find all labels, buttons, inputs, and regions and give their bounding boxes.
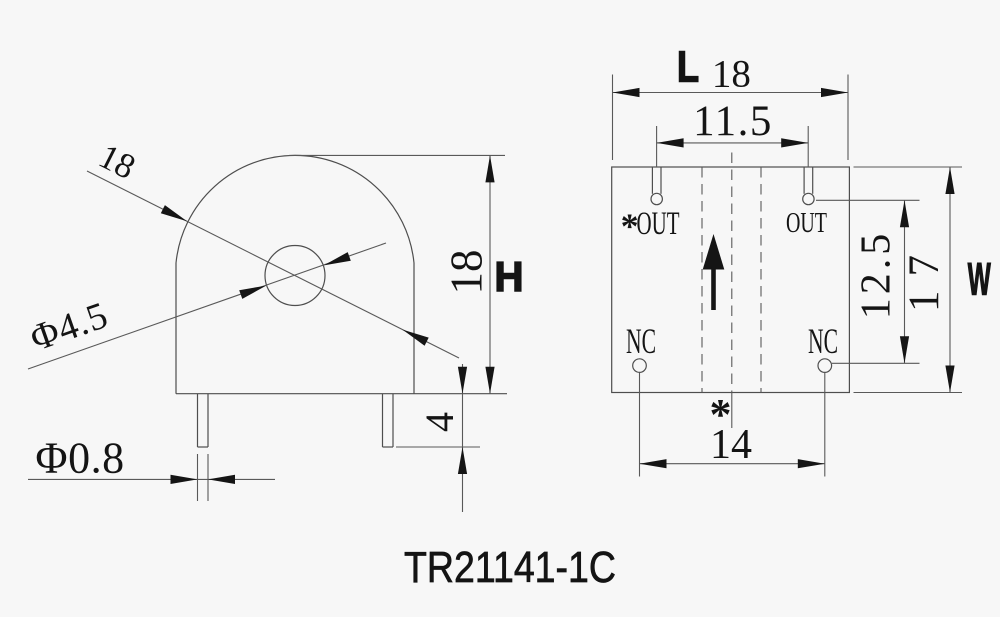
svg-text:12.5: 12.5: [854, 230, 900, 320]
svg-text:Φ0.8: Φ0.8: [35, 434, 124, 483]
svg-text:18: 18: [442, 250, 492, 295]
svg-text:H: H: [495, 253, 524, 300]
svg-text:NC: NC: [626, 321, 656, 361]
svg-text:17: 17: [901, 241, 948, 312]
svg-text:*: *: [710, 390, 732, 439]
svg-text:L: L: [677, 43, 699, 92]
svg-text:W: W: [968, 254, 991, 305]
svg-text:4: 4: [417, 412, 462, 432]
svg-text:OUT: OUT: [786, 207, 827, 239]
svg-text:14: 14: [710, 422, 752, 468]
svg-text:*: *: [621, 206, 639, 246]
svg-text:18: 18: [712, 53, 751, 96]
svg-text:11.5: 11.5: [693, 98, 773, 145]
svg-text:OUT: OUT: [637, 206, 680, 242]
svg-text:TR21141-1C: TR21141-1C: [404, 543, 616, 592]
svg-text:NC: NC: [808, 321, 838, 361]
